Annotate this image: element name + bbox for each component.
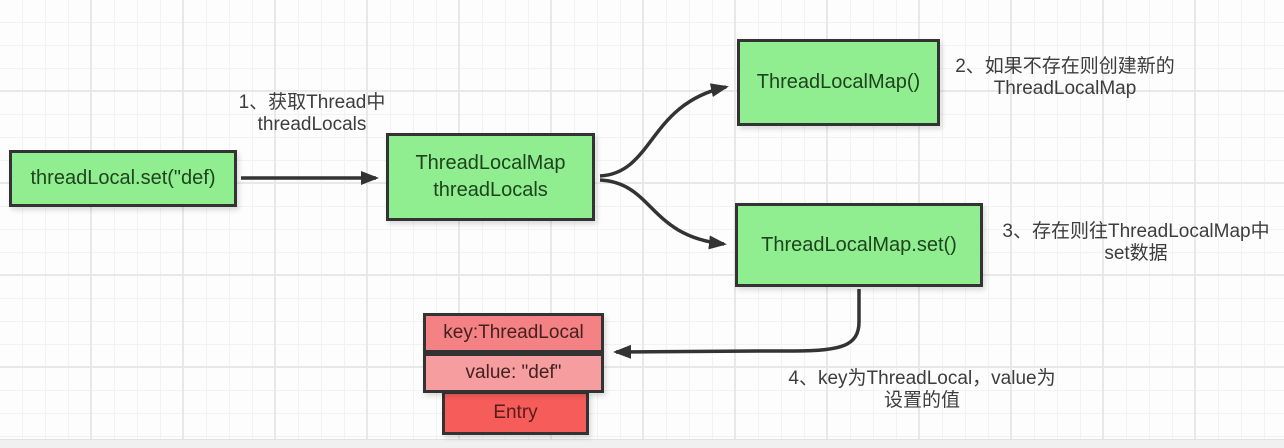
annotation-step3-line2: set数据 [1104,243,1168,264]
annotation-step2-line2: ThreadLocalMap [993,78,1137,99]
annotation-step4-line1: 4、key为ThreadLocal，value为 [788,368,1056,389]
arrow-threadlocals-to-mapset [599,178,727,250]
annotation-step4: 4、key为ThreadLocal，value为 设置的值 [773,368,1071,412]
node-entry-value: value: "def" [423,353,604,393]
node-entry-value-label: value: "def" [465,362,562,383]
node-threadlocalmap-constructor: ThreadLocalMap() [737,39,940,126]
node-threadlocalmap-constructor-label: ThreadLocalMap() [756,71,921,93]
annotation-step2-line1: 2、如果不存在则创建新的 [955,56,1175,77]
bottom-edge-strip [0,439,1284,448]
node-threadlocal-set: threadLocal.set("def) [9,150,237,207]
annotation-step4-line2: 设置的值 [883,390,960,411]
arrow-mapset-to-entry [613,289,861,359]
annotation-step3: 3、存在则往ThreadLocalMap中 set数据 [988,221,1284,265]
node-entry-label: Entry [493,402,538,423]
arrow-threadlocals-to-ctor [599,83,729,178]
node-threadlocal-set-label: threadLocal.set("def) [30,167,216,189]
node-threadlocalmap-line1: ThreadLocalMap [415,152,566,174]
node-threadlocalmap-threadlocals: ThreadLocalMap threadLocals [386,133,595,221]
annotation-step2: 2、如果不存在则创建新的 ThreadLocalMap [944,56,1186,100]
node-entry-key: key:ThreadLocal [423,313,604,353]
annotation-step1: 1、获取Thread中 threadLocals [216,92,408,136]
node-entry-key-label: key:ThreadLocal [443,322,584,343]
annotation-step1-line2: threadLocals [257,114,367,135]
node-threadlocalmap-line2: threadLocals [433,179,548,201]
node-threadlocalmap-set-label: ThreadLocalMap.set() [761,233,957,256]
annotation-step1-line1: 1、获取Thread中 [238,92,386,113]
node-threadlocalmap-set: ThreadLocalMap.set() [735,203,983,287]
annotation-step3-line1: 3、存在则往ThreadLocalMap中 [1002,221,1270,242]
node-entry: Entry [442,391,589,435]
